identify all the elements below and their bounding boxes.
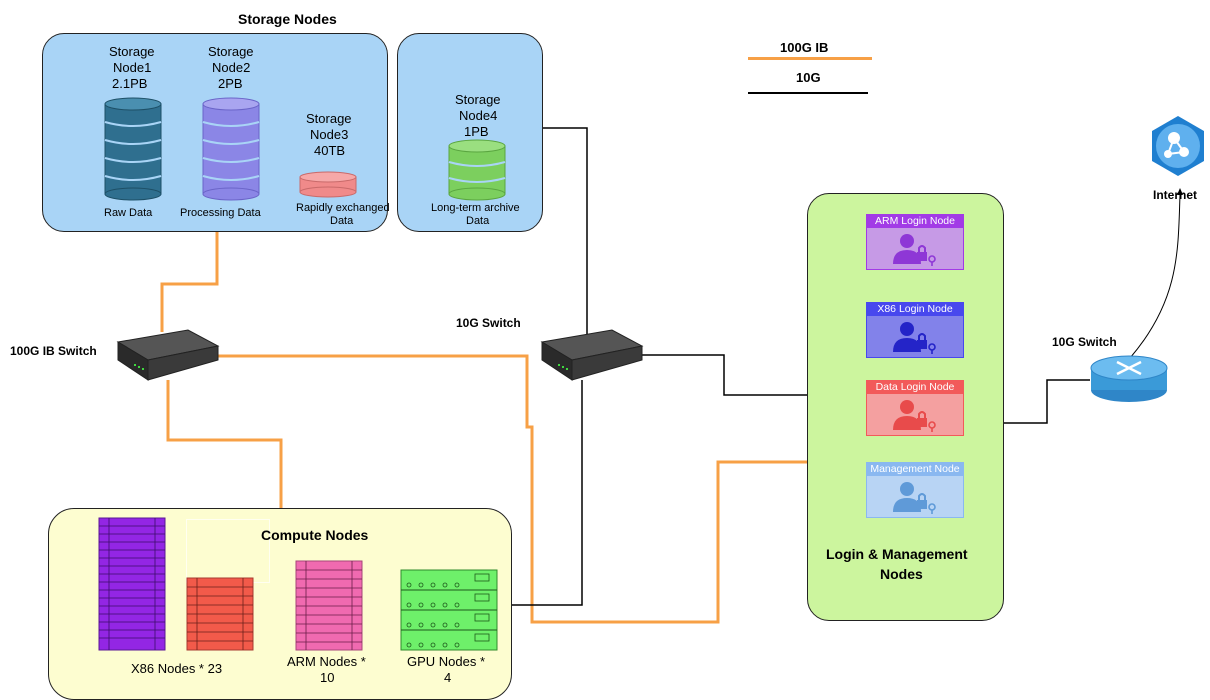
ib-link-storage [160, 232, 219, 332]
gpu-server-rack-icon [400, 569, 498, 651]
storage-group-title: Storage Nodes [238, 11, 337, 27]
database-icon [299, 171, 357, 198]
login-group-title-line1: Login & Management [826, 546, 968, 562]
storage-node2-caption: Processing Data [180, 207, 261, 219]
gpu-nodes-label-line1: GPU Nodes * [407, 654, 486, 669]
database-icon [104, 97, 162, 201]
eth-link-compute [510, 380, 583, 606]
ib-link-compute [166, 380, 283, 508]
eth-link-login [636, 354, 808, 396]
storage-node3-caption-line2: Data [330, 215, 354, 227]
arm-server-rack-icon [295, 560, 363, 651]
storage-node1-sub: Node1 [113, 60, 152, 75]
database-icon [448, 139, 506, 201]
storage-node4-capacity: 1PB [464, 124, 489, 139]
ten-g-switch-icon [540, 329, 644, 381]
login-card-x86-label: X86 Login Node [867, 303, 963, 316]
x86-server-rack-small-icon [186, 577, 254, 651]
ib-link-gpu [212, 354, 808, 624]
arm-nodes-label-line2: 10 [320, 670, 335, 685]
storage-node4-name: Storage [455, 92, 501, 107]
storage-node1-caption: Raw Data [104, 207, 153, 219]
internet-globe-icon [1152, 116, 1204, 176]
storage-node3-capacity: 40TB [314, 143, 346, 158]
legend-label-10g: 10G [796, 70, 821, 85]
ib-switch-label: 100G IB Switch [10, 344, 97, 358]
storage-node2-sub: Node2 [212, 60, 251, 75]
storage-node4-sub: Node4 [459, 108, 498, 123]
x86-nodes-label: X86 Nodes * 23 [131, 661, 223, 676]
login-card-management[interactable]: Management Node [866, 462, 964, 518]
router-label: 10G Switch [1052, 335, 1117, 349]
database-icon [202, 97, 260, 201]
legend-line-10g [748, 92, 868, 94]
ib-switch-icon [116, 329, 220, 381]
legend: 100G IB 10G [748, 40, 872, 100]
storage-node3-name: Storage [306, 111, 352, 126]
login-card-arm[interactable]: ARM Login Node [866, 214, 964, 270]
ten-g-switch-label: 10G Switch [456, 316, 521, 330]
legend-label-ib: 100G IB [780, 40, 829, 55]
router-icon [1090, 355, 1168, 402]
arm-nodes-label-line1: ARM Nodes * [287, 654, 366, 669]
compute-group-title: Compute Nodes [261, 527, 369, 543]
eth-link-router [1003, 379, 1090, 424]
storage-node1-capacity: 2.1PB [112, 76, 148, 91]
login-card-data[interactable]: Data Login Node [866, 380, 964, 436]
storage-node4-caption-line2: Data [466, 215, 490, 227]
storage-node4-caption-line1: Long-term archive [431, 202, 520, 214]
eth-link-archive [541, 127, 588, 336]
login-group-title-line2: Nodes [880, 566, 923, 582]
eth-link-internet [1129, 194, 1181, 359]
storage-node3-sub: Node3 [310, 127, 349, 142]
user-lock-icon [893, 234, 936, 266]
login-card-arm-label: ARM Login Node [867, 215, 963, 228]
storage-node2-capacity: 2PB [218, 76, 243, 91]
storage-node3-caption-line1: Rapidly exchanged [296, 202, 390, 214]
login-card-management-label: Management Node [867, 463, 963, 476]
compute-panel-outline [186, 519, 270, 583]
internet-label: Internet [1153, 188, 1198, 202]
user-lock-icon [893, 322, 936, 354]
user-lock-icon [893, 482, 936, 514]
storage-node2-name: Storage [208, 44, 254, 59]
login-card-x86[interactable]: X86 Login Node [866, 302, 964, 358]
login-card-data-label: Data Login Node [867, 381, 963, 394]
gpu-nodes-label-line2: 4 [444, 670, 452, 685]
storage-node1-name: Storage [109, 44, 155, 59]
x86-server-rack-icon [98, 517, 166, 651]
legend-line-ib [748, 57, 872, 60]
user-lock-icon [893, 400, 936, 432]
internet-arrow [1177, 188, 1183, 195]
